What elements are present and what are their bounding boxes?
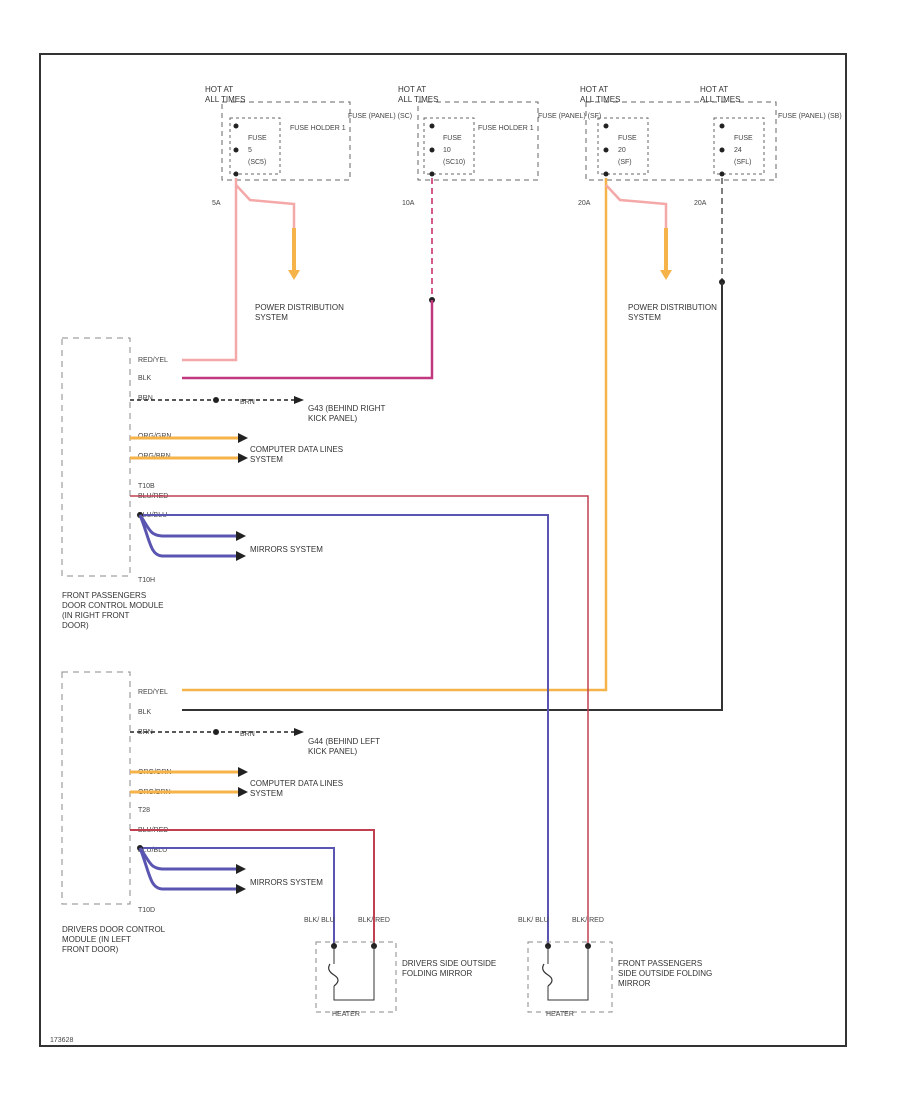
- fuse1-num: 5: [248, 147, 252, 154]
- fuse3-loc: (SF): [618, 159, 632, 166]
- fuse-block-3: HOT AT ALL TIMES FUSE 20 (SF) 20A HOT AT…: [578, 85, 842, 207]
- fuse1-hot-at: HOT AT: [205, 85, 233, 94]
- wire-pass-blu: [138, 514, 549, 946]
- fuse3-rating: 20A: [578, 200, 591, 207]
- fuse1-holder: FUSE HOLDER 1: [290, 125, 346, 132]
- drv-mirror-wire-a: BLK/ BLU: [304, 917, 335, 924]
- pass-mirror-heater: HEATER: [546, 1011, 574, 1018]
- wire-fuse1-to-pds: [235, 184, 296, 270]
- fuse1-panel: FUSE (PANEL) (SC): [348, 113, 412, 120]
- fuse1-rating: 5A: [212, 200, 221, 207]
- fuse-block-2: HOT AT ALL TIMES FUSE 10 (SC10) FUSE HOL…: [398, 85, 601, 207]
- fuse4-panel: FUSE (PANEL) (SB): [778, 113, 842, 120]
- fuse2-panel: FUSE (PANEL) (SF): [538, 113, 601, 120]
- heater-element-icon: [542, 963, 553, 987]
- fuse4-label: FUSE: [734, 135, 753, 142]
- fuse4-rating: 20A: [694, 200, 707, 207]
- drv-conn-top: T28: [138, 807, 150, 814]
- fuse2-label: FUSE: [443, 135, 462, 142]
- drv-mirror-wire-b: BLK/ RED: [358, 917, 390, 924]
- wire-drv-blu: [138, 847, 335, 946]
- wire-pass-mirrors-b: [138, 514, 240, 558]
- fuse3-hot-when: ALL TIMES: [580, 95, 620, 104]
- fuse1-label: FUSE: [248, 135, 267, 142]
- mirror-drivers: BLK/ BLU BLK/ RED HEATER DRIVERS SIDE OU…: [304, 917, 496, 1018]
- pass-mirror-wire-b: BLK/ RED: [572, 917, 604, 924]
- mirror-passengers: BLK/ BLU BLK/ RED HEATER FRONT PASSENGER…: [518, 917, 712, 1018]
- fuse3-num: 20: [618, 147, 626, 154]
- fuse1-loc: (SC5): [248, 159, 266, 166]
- wire-fuse3-to-pds: [605, 184, 668, 270]
- fuse2-holder: FUSE HOLDER 1: [478, 125, 534, 132]
- arrow-pds-left: [288, 270, 300, 280]
- fuse1-hot-when: ALL TIMES: [205, 95, 245, 104]
- fuse4-num: 24: [734, 147, 742, 154]
- fuse3-hot-at: HOT AT: [580, 85, 608, 94]
- wire-fuse3-to-drv: [182, 178, 608, 692]
- footer-id: 173628: [50, 1037, 73, 1044]
- drv-row-7: BLU/BLU: [138, 847, 167, 854]
- drv-mirrors-label: MIRRORS SYSTEM: [250, 878, 323, 887]
- wire-fuse2-to-pass: [182, 300, 434, 380]
- svg-text:BRN: BRN: [240, 399, 255, 406]
- fuse4-loc: (SFL): [734, 159, 752, 166]
- wire-fuse4-to-drv: [182, 282, 723, 711]
- wire-fuse1-to-pass: [182, 178, 238, 362]
- pass-row-1: RED/YEL: [138, 357, 168, 364]
- heater-element-icon: [328, 963, 339, 987]
- pass-conn-bottom: T10H: [138, 577, 155, 584]
- pass-row-2: BLK: [138, 375, 152, 382]
- drv-row-1: RED/YEL: [138, 689, 168, 696]
- fuse4-hot-at: HOT AT: [700, 85, 728, 94]
- fuse2-hot-at: HOT AT: [398, 85, 426, 94]
- drv-mirror-heater: HEATER: [332, 1011, 360, 1018]
- fuse2-hot-when: ALL TIMES: [398, 95, 438, 104]
- pass-row-3: BRN: [138, 395, 153, 402]
- drv-row-2: BLK: [138, 709, 152, 716]
- fuse2-rating: 10A: [402, 200, 415, 207]
- fuse3-label: FUSE: [618, 135, 637, 142]
- fuse4-hot-when: ALL TIMES: [700, 95, 740, 104]
- svg-text:BRN: BRN: [240, 731, 255, 738]
- diagram-frame: [39, 53, 847, 1047]
- fuse-block-1: HOT AT ALL TIMES FUSE 5 (SC5) FUSE HOLDE…: [205, 85, 412, 207]
- arrow-pds-right: [660, 270, 672, 280]
- pass-mirrors-label: MIRRORS SYSTEM: [250, 545, 323, 554]
- pass-mirror-wire-a: BLK/ BLU: [518, 917, 549, 924]
- wire-drv-blu-red: [130, 829, 375, 946]
- wire-pass-blu-red: [130, 495, 589, 946]
- fuse2-loc: (SC10): [443, 159, 465, 166]
- wire-drv-mirrors-b: [138, 847, 240, 891]
- pass-conn-top: T10B: [138, 483, 155, 490]
- drv-conn-bottom: T10D: [138, 907, 155, 914]
- fuse2-num: 10: [443, 147, 451, 154]
